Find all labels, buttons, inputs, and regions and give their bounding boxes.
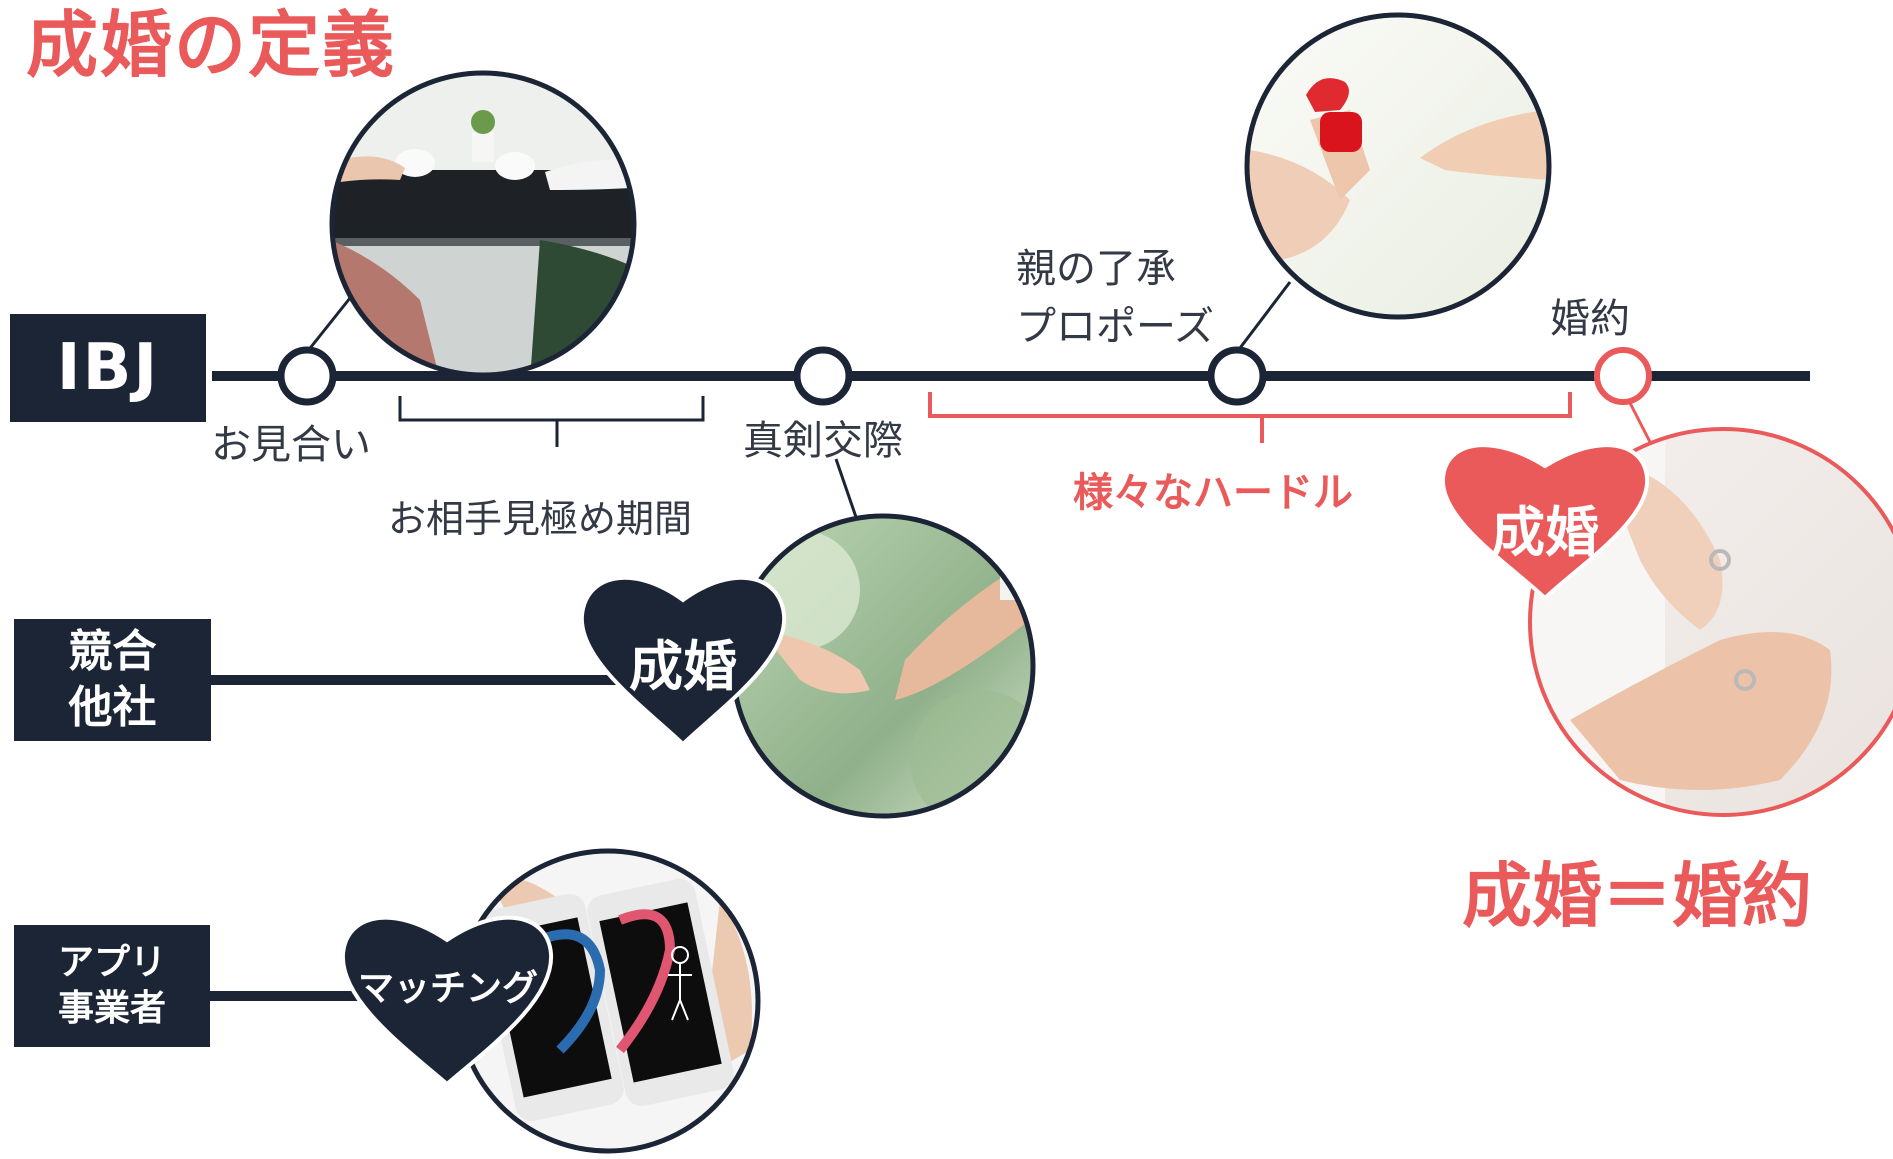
milestone-shinken (793, 346, 853, 406)
milestone-propose (1207, 346, 1267, 406)
heart-competitor-text: 成婚 (629, 635, 737, 698)
row-label-competitor: 競合 他社 (14, 619, 211, 741)
label-parents-approval: 親の了承 (1016, 246, 1176, 292)
heart-ibj-text: 成婚 (1491, 501, 1599, 564)
row-label-competitor-line1: 競合 (68, 626, 157, 677)
label-hurdles: 様々なハードル (1073, 470, 1353, 516)
hurdle-bracket (928, 392, 1572, 443)
page-title: 成婚の定義 (26, 3, 397, 87)
milestone-engagement (1594, 347, 1652, 405)
label-proposal: プロポーズ (1016, 304, 1214, 350)
row-label-app-line1: アプリ (57, 942, 166, 983)
label-omiai: お見合い (211, 422, 371, 468)
row-label-ibj-text: IBJ (56, 331, 160, 405)
conclusion-text: 成婚＝婚約 (1462, 855, 1812, 937)
ring-proposal-photo (1247, 15, 1549, 317)
heart-shape-app (340, 915, 554, 1087)
label-engagement: 婚約 (1550, 296, 1630, 342)
row-label-app-line2: 事業者 (57, 988, 166, 1029)
milestone-omiai (277, 346, 337, 406)
heart-app-text: マッチング (357, 968, 538, 1009)
label-evaluation-period: お相手見極め期間 (388, 497, 693, 541)
smartphones-heart-photo (458, 851, 758, 1151)
heart-shape-competitor (579, 575, 787, 747)
label-shinken-kousai: 真剣交際 (743, 418, 903, 464)
row-label-app: アプリ 事業者 (14, 925, 210, 1047)
heart-shape-ibj (1440, 443, 1650, 601)
row-label-competitor-line2: 他社 (68, 682, 157, 733)
row-label-ibj: IBJ (10, 314, 206, 422)
period-bracket (398, 396, 705, 447)
